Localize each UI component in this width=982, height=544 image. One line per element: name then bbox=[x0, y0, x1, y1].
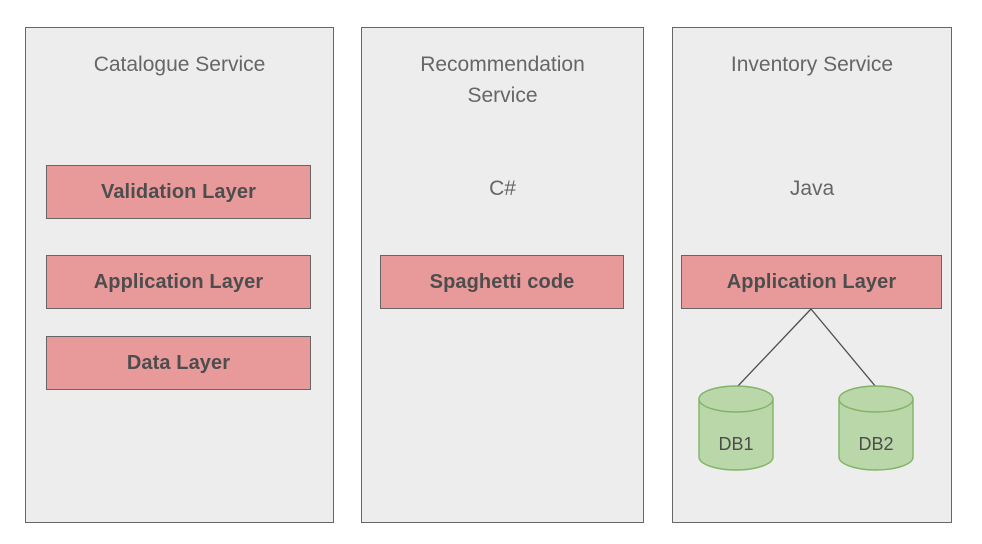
db-top-ellipse bbox=[698, 385, 774, 413]
layer-box-data-layer[interactable]: Data Layer bbox=[46, 336, 311, 390]
layer-box-application-layer-inventory[interactable]: Application Layer bbox=[681, 255, 942, 309]
layer-label: Validation Layer bbox=[101, 180, 256, 203]
database-shape-db1[interactable] bbox=[697, 385, 775, 471]
layer-label: Application Layer bbox=[93, 270, 264, 293]
tech-label-recommendation: C# bbox=[489, 177, 516, 200]
db-body bbox=[698, 398, 774, 471]
layer-box-application-layer-catalogue[interactable]: Application Layer bbox=[46, 255, 311, 309]
layer-box-validation-layer[interactable]: Validation Layer bbox=[46, 165, 311, 219]
service-title-catalogue: Catalogue Service bbox=[93, 53, 266, 76]
layer-label: Data Layer bbox=[126, 351, 231, 374]
layer-box-spaghetti-code[interactable]: Spaghetti code bbox=[380, 255, 624, 309]
layer-label: Spaghetti code bbox=[429, 270, 575, 293]
layer-label: Application Layer bbox=[726, 270, 897, 293]
db-body bbox=[838, 398, 914, 471]
db-top-ellipse bbox=[838, 385, 914, 413]
service-title-recommendation: Recommendation Service bbox=[420, 53, 585, 107]
tech-label-inventory: Java bbox=[789, 177, 835, 200]
service-title-inventory: Inventory Service bbox=[730, 53, 894, 76]
database-shape-db2[interactable] bbox=[837, 385, 915, 471]
